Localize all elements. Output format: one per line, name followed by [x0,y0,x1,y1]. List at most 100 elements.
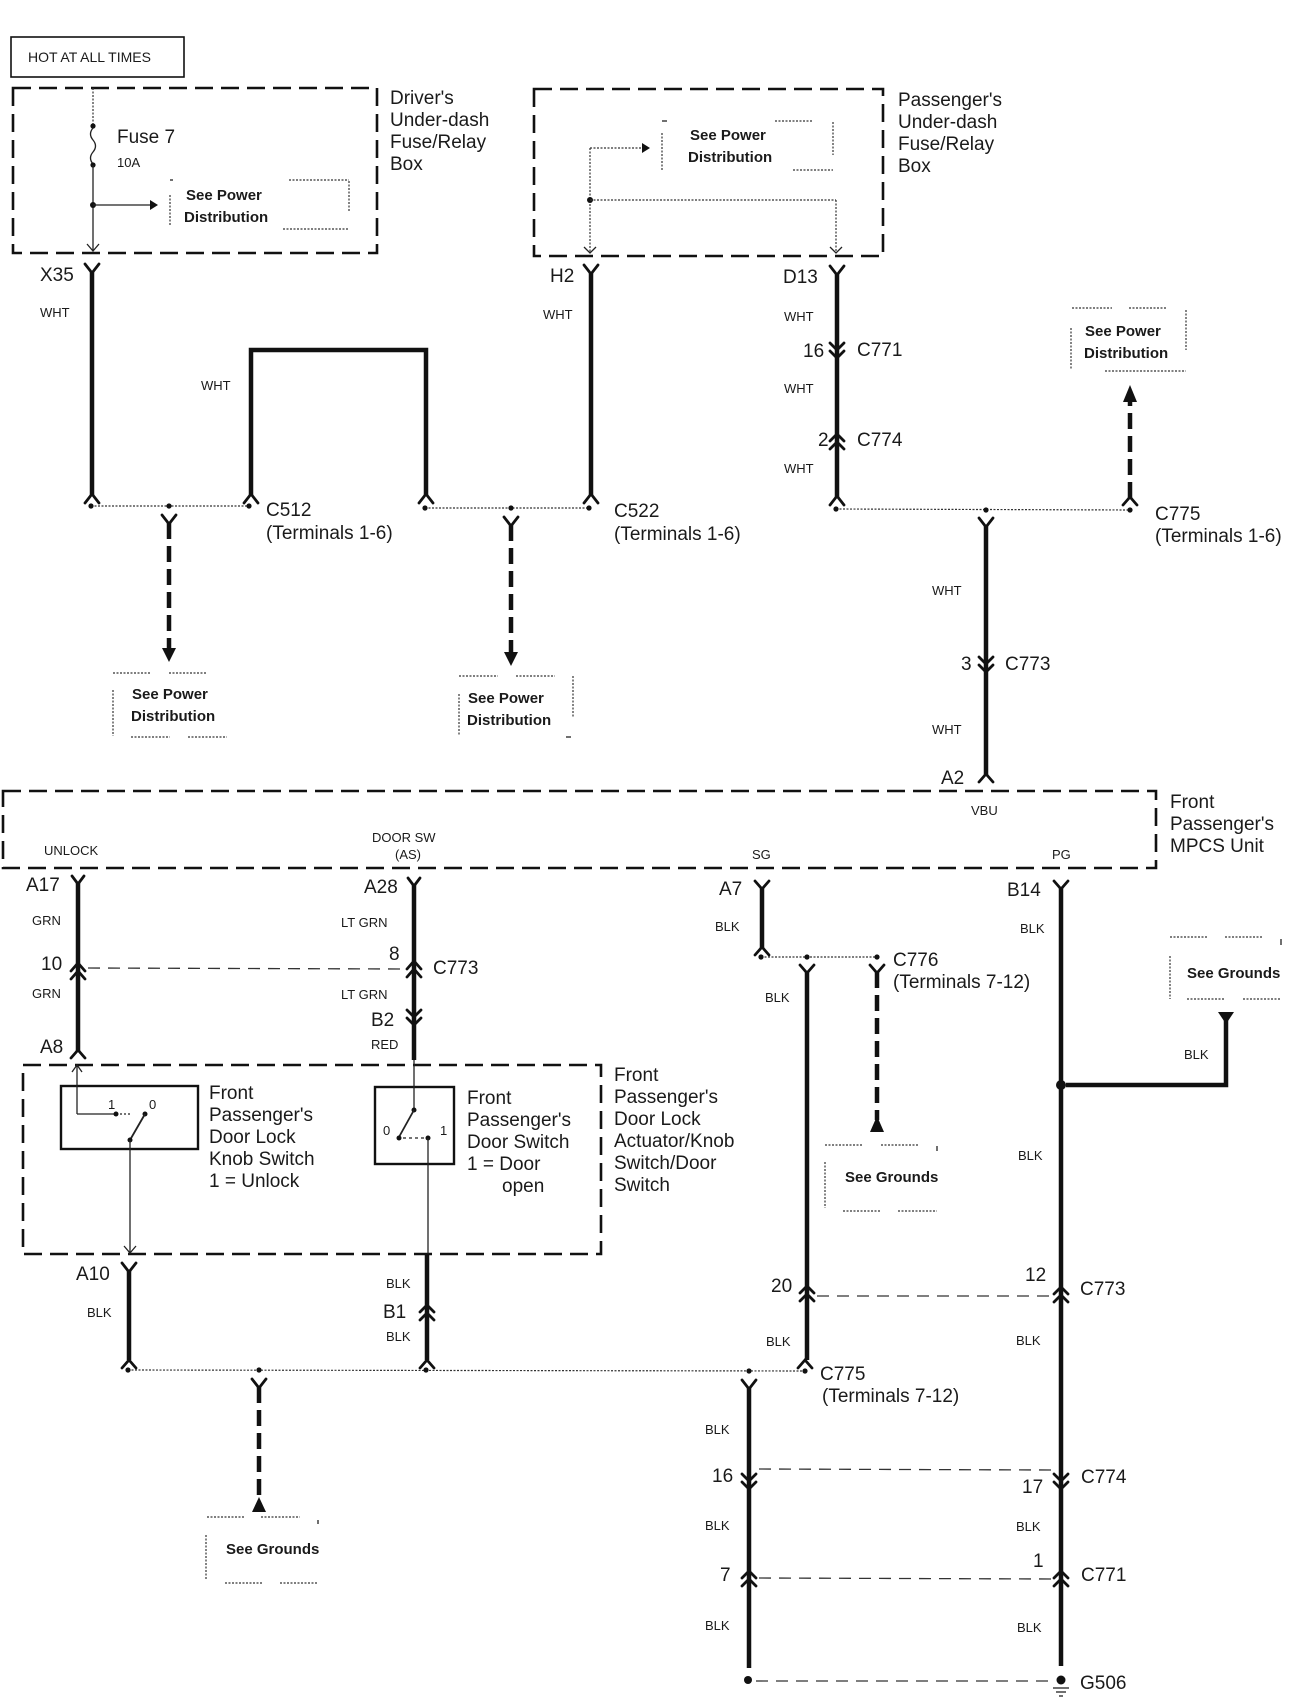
svg-text:Distribution: Distribution [131,708,215,725]
pin-label-pg: PG [1052,847,1071,862]
svg-text:Distribution: Distribution [184,209,268,226]
wire-color-label: WHT [40,305,70,320]
svg-text:17: 17 [1022,1477,1043,1498]
door-lock-actuator-assembly[interactable]: Front Passenger's Door Lock Actuator/Kno… [21,1063,734,1256]
svg-text:(Terminals 1-6): (Terminals 1-6) [1155,526,1282,547]
connector-c773-pg[interactable]: 12 C773 [1025,1265,1125,1304]
wire-color-label: BLK [705,1618,730,1633]
switch-pos-1: 1 [440,1123,447,1138]
svg-text:See Power: See Power [132,686,208,703]
fuse-icon [89,127,97,165]
svg-text:A10: A10 [76,1264,110,1285]
svg-text:(Terminals 1-6): (Terminals 1-6) [266,523,393,544]
svg-text:C771: C771 [857,340,902,361]
svg-text:1: 1 [1033,1551,1044,1572]
mpcs-label-2: Passenger's [1170,814,1274,835]
svg-text:Knob Switch: Knob Switch [209,1149,315,1170]
svg-text:C775: C775 [1155,504,1200,525]
actuator-label-1: Front [614,1065,659,1086]
drivers-fuse-relay-box[interactable]: Driver's Under-dash Fuse/Relay Box Fuse … [11,86,489,255]
connector-c776[interactable]: C776 (Terminals 7-12) [758,950,1030,993]
connector-c774-right[interactable]: 17 C774 [1022,1467,1127,1498]
svg-text:Passenger's: Passenger's [209,1105,313,1126]
connector-c773-sg[interactable]: 20 [771,1276,816,1303]
ground-point [1056,1675,1066,1685]
svg-text:See Power: See Power [690,127,766,144]
svg-text:Front: Front [467,1088,512,1109]
see-power-distribution-ref-1[interactable]: See Power Distribution [169,179,350,230]
see-power-distribution-ref-4[interactable]: See Power Distribution [458,675,574,738]
mpcs-unit[interactable]: Front Passenger's MPCS Unit VBU UNLOCK D… [1,789,1274,870]
terminal-a17[interactable]: A17 [26,874,86,896]
connector-b2[interactable]: B2 [371,1008,423,1031]
svg-text:See Grounds: See Grounds [845,1169,938,1186]
wire-color-label: RED [371,1037,398,1052]
connector-b1[interactable]: B1 [383,1302,436,1323]
svg-text:10: 10 [41,954,62,975]
door-switch[interactable]: 0 1 Front Passenger's Door Switch 1 = Do… [373,1060,571,1255]
wire-color-label: BLK [87,1305,112,1320]
see-power-distribution-ref-5[interactable]: See Power Distribution [1070,307,1187,372]
wire-color-label: WHT [784,381,814,396]
actuator-label-3: Door Lock [614,1109,701,1130]
svg-text:Distribution: Distribution [467,712,551,729]
drivers-box-label-1: Driver's [390,88,454,109]
actuator-label-2: Passenger's [614,1087,718,1108]
svg-text:8: 8 [389,944,400,965]
connector-c512[interactable]: C512 (Terminals 1-6) [88,500,393,544]
svg-text:See Power: See Power [1085,323,1161,340]
connector-c773-door-sw[interactable]: 8 C773 [389,944,478,979]
knob-switch[interactable]: 1 0 Front Passenger's Door Lock Knob Swi… [59,1063,315,1254]
wire-jumper[interactable] [248,347,429,496]
see-grounds-ref-2[interactable]: See Grounds [824,1144,938,1212]
wire-color-label: BLK [1184,1047,1209,1062]
switch-pos-0: 0 [383,1123,390,1138]
fuse-rating: 10A [117,155,140,170]
svg-text:A28: A28 [364,877,398,898]
actuator-label-6: Switch [614,1175,670,1196]
connector-c775-terminals-1-6[interactable]: C775 (Terminals 1-6) [833,504,1282,547]
drivers-box-label-3: Fuse/Relay [390,132,487,153]
svg-text:A2: A2 [941,768,964,789]
connector-c773-vbu[interactable]: 3 C773 [961,654,1050,675]
wire-color-label: WHT [932,722,962,737]
passengers-box-label-3: Fuse/Relay [898,134,995,155]
svg-text:See Power: See Power [186,187,262,204]
terminal-a8[interactable]: A8 [40,1037,87,1060]
see-power-distribution-ref-2[interactable]: See Power Distribution [661,120,834,171]
svg-text:16: 16 [712,1466,733,1487]
wire-color-label: WHT [932,583,962,598]
wire-pg-ground[interactable] [1066,1020,1229,1088]
connector-c774-left[interactable]: 16 [712,1466,758,1491]
pin-label-sg: SG [752,847,771,862]
svg-text:Passenger's: Passenger's [467,1110,571,1131]
connector-c771-top[interactable]: 16 C771 [803,340,902,362]
wire-color-label: LT GRN [341,987,387,1002]
hot-at-all-times-label: HOT AT ALL TIMES [28,49,151,65]
ground-g506[interactable]: G506 [1053,1673,1126,1697]
terminal-a2[interactable]: A2 [941,768,995,789]
svg-text:open: open [502,1176,544,1197]
connector-c771-left[interactable]: 7 [720,1565,758,1588]
connector-c522[interactable]: C522 (Terminals 1-6) [422,501,741,545]
svg-text:H2: H2 [550,266,574,287]
see-grounds-ref-1[interactable]: See Grounds [205,1516,319,1584]
connector-c774-top[interactable]: 2 C774 [818,430,903,451]
passengers-fuse-relay-box[interactable]: Passenger's Under-dash Fuse/Relay Box Se… [532,87,1002,258]
see-power-distribution-ref-3[interactable]: See Power Distribution [112,672,227,738]
svg-text:See Grounds: See Grounds [226,1541,319,1558]
svg-text:X35: X35 [40,265,74,286]
svg-text:C776: C776 [893,950,938,971]
see-grounds-ref-3[interactable]: See Grounds [1169,936,1282,1000]
wire-color-label: BLK [386,1276,411,1291]
wire-color-label: WHT [784,461,814,476]
switch-pos-1: 1 [108,1097,115,1112]
connector-c771-right[interactable]: 1 C771 [1033,1551,1126,1588]
terminal-a28[interactable]: A28 [364,876,422,898]
wire-color-label: BLK [1017,1620,1042,1635]
connector-c775-terminals-7-12[interactable]: C775 (Terminals 7-12) [125,1364,959,1407]
svg-text:(Terminals 1-6): (Terminals 1-6) [614,524,741,545]
ground-splice-dot [744,1676,752,1684]
svg-text:2: 2 [818,430,829,451]
connector-c773-unlock[interactable]: 10 [41,954,87,981]
